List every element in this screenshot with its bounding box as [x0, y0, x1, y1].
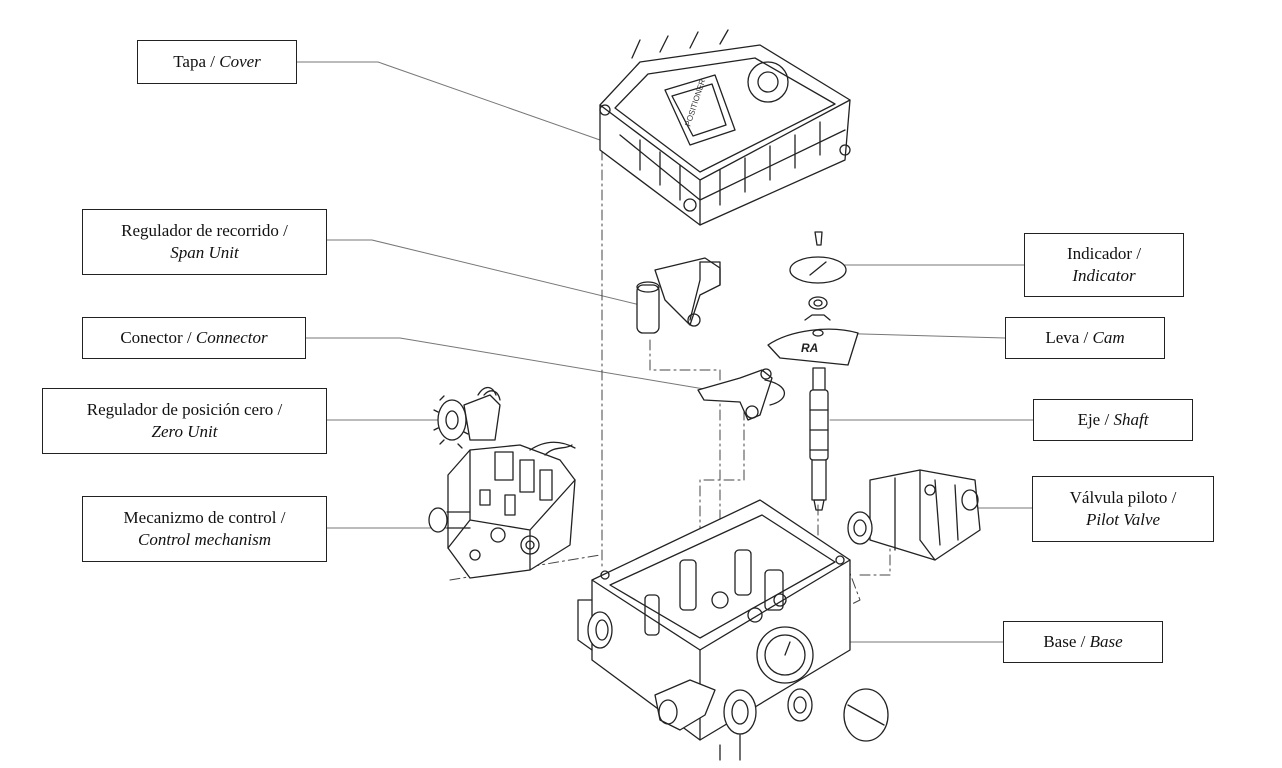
control-mechanism-part [428, 441, 576, 579]
label-cam: Leva / Cam [1005, 317, 1165, 359]
connector-part [697, 368, 786, 421]
leader-lines [296, 61, 1034, 643]
shaft-part [809, 367, 829, 511]
label-indicator: Indicador / Indicator [1024, 233, 1184, 297]
label-connector: Conector / Connector [82, 317, 306, 359]
label-zero-unit: Regulador de posición cero / Zero Unit [42, 388, 327, 454]
label-control-mechanism: Mecanizmo de control / Control mechanism [82, 496, 327, 562]
cam-marking: RA [801, 341, 818, 355]
label-span-unit: Regulador de recorrido / Span Unit [82, 209, 327, 275]
label-shaft: Eje / Shaft [1033, 399, 1193, 441]
zero-unit-part [433, 386, 501, 449]
cam-part [767, 328, 859, 366]
label-cover: Tapa / Cover [137, 40, 297, 84]
indicator-part [789, 231, 847, 321]
label-base: Base / Base [1003, 621, 1163, 663]
base-part [577, 499, 889, 761]
span-unit-part [636, 257, 721, 334]
cover-part [599, 29, 851, 226]
pilot-valve-part [847, 469, 981, 561]
label-pilot-valve: Válvula piloto / Pilot Valve [1032, 476, 1214, 542]
